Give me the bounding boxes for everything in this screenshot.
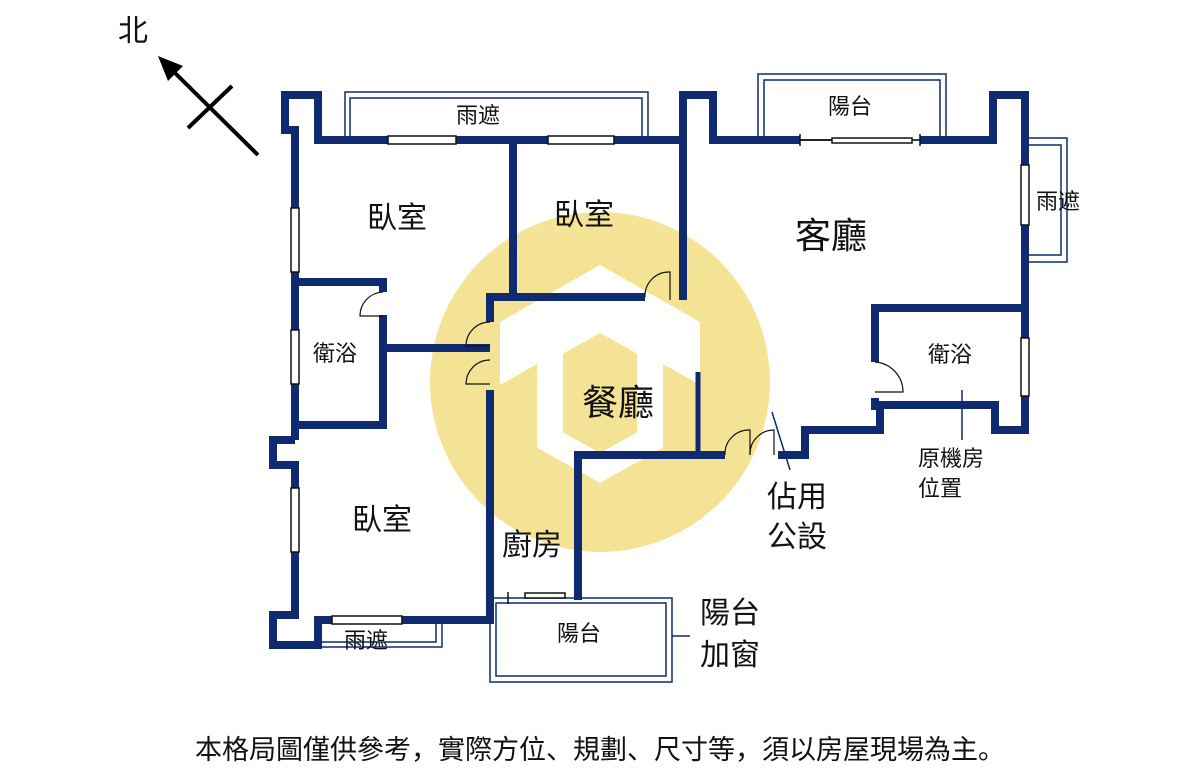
north-label: 北 [118, 14, 148, 49]
balcony-window-label-1: 陽台 [700, 596, 760, 631]
bedroom-3-label: 臥室 [352, 503, 412, 538]
watermark-logo [430, 212, 770, 552]
canopy-bottom-label: 雨遮 [344, 629, 389, 654]
living-room-label: 客廳 [795, 216, 868, 257]
bathroom-2-label: 衛浴 [928, 343, 973, 368]
balcony-window-label-2: 加窗 [700, 638, 760, 673]
balcony-bottom-label: 陽台 [557, 622, 602, 647]
dining-room-label: 餐廳 [582, 383, 655, 424]
bedroom-1-label: 臥室 [367, 201, 427, 236]
machine-room-label-2: 位置 [918, 477, 963, 502]
disclaimer: 本格局圖僅供參考，實際方位、規劃、尺寸等，須以房屋現場為主。 [195, 735, 1005, 766]
canopy-right-label: 雨遮 [1036, 190, 1081, 215]
public-use-label-1: 佔用 [767, 480, 827, 515]
canopy-top-label: 雨遮 [456, 104, 501, 129]
doors [359, 271, 904, 456]
balcony-top-label: 陽台 [828, 95, 873, 120]
bathroom-1-label: 衛浴 [313, 342, 358, 367]
bedroom-2-label: 臥室 [554, 198, 614, 233]
kitchen-label: 廚房 [502, 528, 562, 563]
windows [290, 134, 1030, 625]
public-use-label-2: 公設 [767, 520, 827, 555]
north-arrow-icon [158, 56, 260, 157]
machine-room-label-1: 原機房 [918, 447, 985, 472]
